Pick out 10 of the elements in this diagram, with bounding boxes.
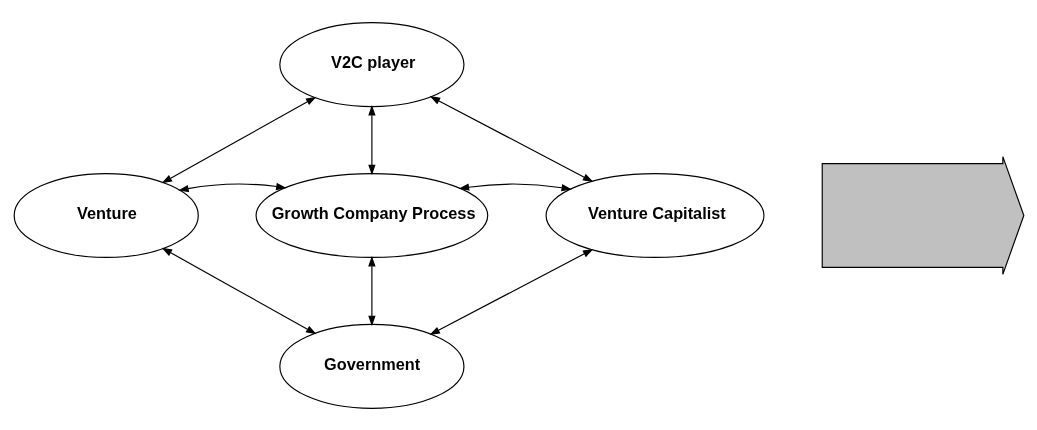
arrow bbox=[428, 248, 593, 335]
arrow bbox=[161, 247, 317, 334]
arrow bbox=[367, 104, 376, 175]
arrow bbox=[161, 96, 316, 183]
arrow bbox=[177, 182, 287, 192]
arrow bbox=[458, 182, 572, 191]
arrow bbox=[429, 95, 593, 182]
arrow bbox=[367, 255, 376, 326]
node-arrow bbox=[821, 155, 1024, 275]
node-ellipse: Growth Company Process bbox=[255, 172, 488, 258]
